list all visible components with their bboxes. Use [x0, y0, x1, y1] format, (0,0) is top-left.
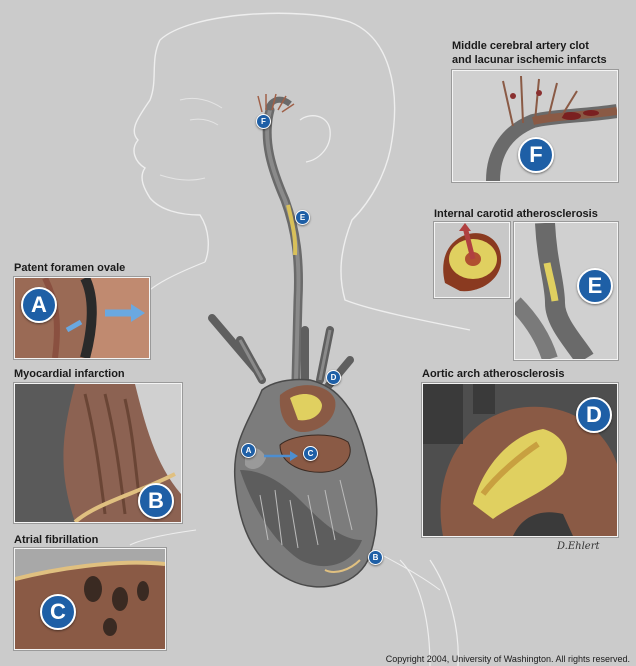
- panel-e-badge: E: [577, 268, 613, 304]
- panel-c-title: Atrial fibrillation: [14, 534, 99, 546]
- marker-f: F: [256, 114, 271, 129]
- panel-e-title: Internal carotid atherosclerosis: [434, 208, 598, 220]
- ear: [299, 115, 331, 163]
- panel-e-cross-section: [434, 222, 510, 298]
- copyright-notice: Copyright 2004, University of Washington…: [385, 654, 630, 664]
- face-profile: [133, 39, 209, 263]
- heart: [233, 378, 378, 588]
- marker-e: E: [295, 210, 310, 225]
- panel-d-title: Aortic arch atherosclerosis: [422, 368, 565, 380]
- panel-c-image: [14, 548, 166, 650]
- panel-a-title: Patent foramen ovale: [14, 262, 126, 274]
- panel-b-image: [14, 383, 182, 523]
- panel-c-badge: C: [40, 594, 76, 630]
- head-outline: [159, 12, 471, 331]
- marker-c: C: [303, 446, 318, 461]
- panel-d-badge: D: [576, 397, 612, 433]
- cerebral-vessels: [257, 93, 295, 113]
- panel-e-artery: [514, 222, 618, 360]
- artist-signature: D.Ehlert: [557, 541, 600, 552]
- marker-a: A: [241, 443, 256, 458]
- panel-f-badge: F: [518, 137, 554, 173]
- panel-d-image: [422, 383, 618, 537]
- panel-f-title-line2: and lacunar ischemic infarcts: [452, 54, 607, 66]
- panel-f-title-line1: Middle cerebral artery clot: [452, 40, 589, 52]
- marker-d: D: [326, 370, 341, 385]
- panel-b-title: Myocardial infarction: [14, 368, 125, 380]
- marker-b: B: [368, 550, 383, 565]
- panel-a-badge: A: [21, 287, 57, 323]
- panel-b-badge: B: [138, 483, 174, 519]
